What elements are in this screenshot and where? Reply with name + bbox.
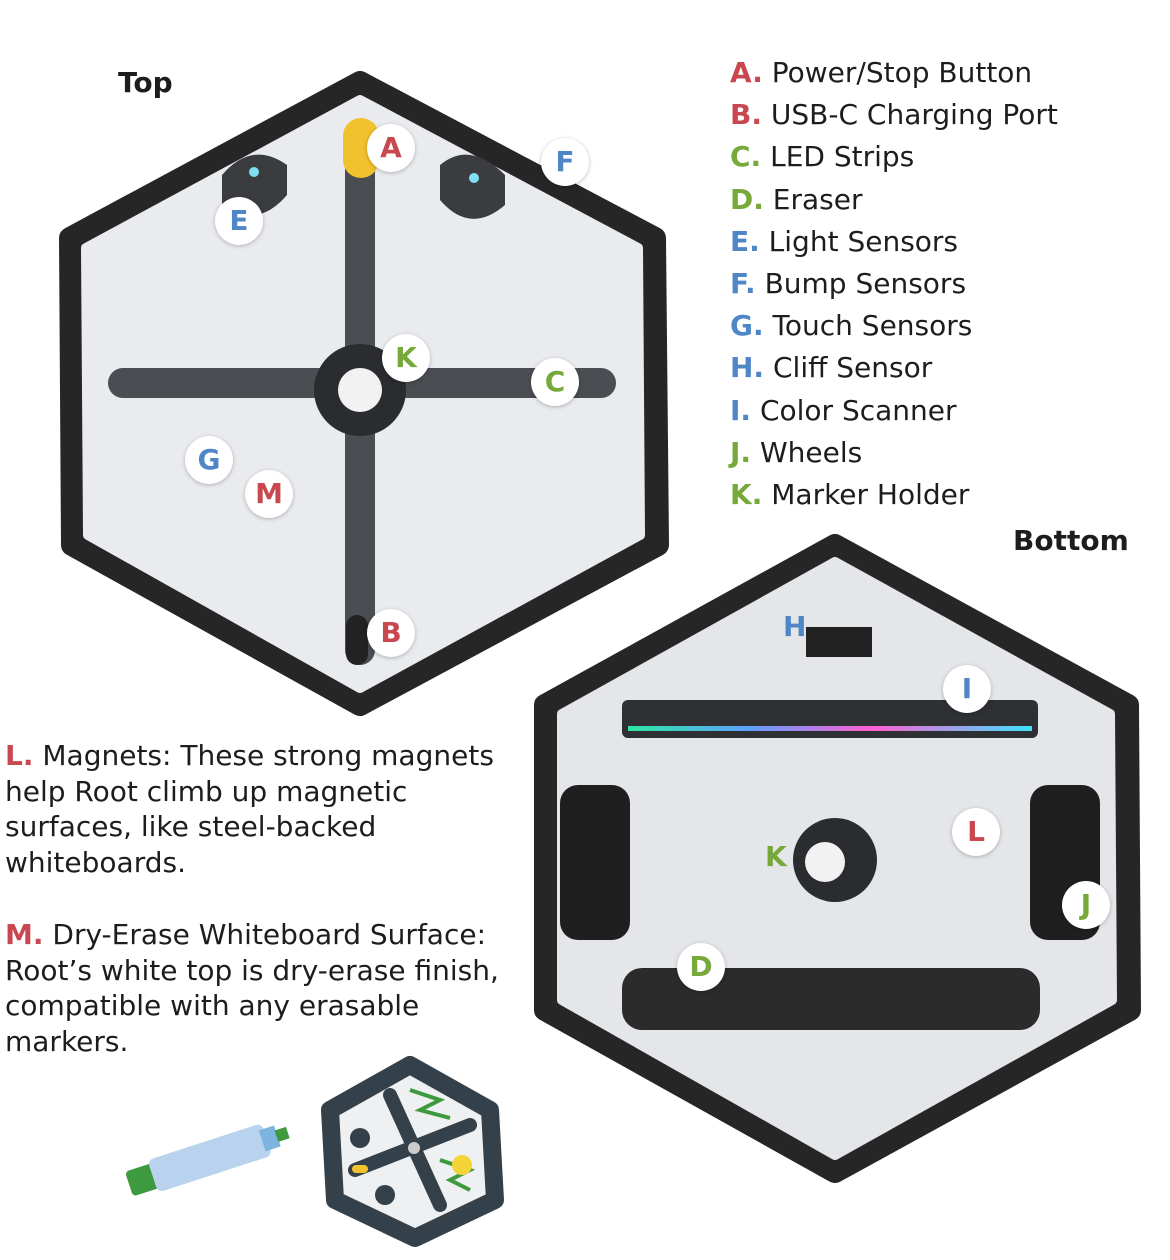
eraser-pad bbox=[622, 968, 1040, 1030]
legend-label: Wheels bbox=[759, 435, 863, 469]
legend-item: I. Color Scanner bbox=[730, 390, 1058, 432]
callout-f: F bbox=[541, 138, 589, 186]
legend-letter: C. bbox=[730, 140, 762, 174]
legend-label: Color Scanner bbox=[759, 393, 957, 427]
bottom-view-heading: Bottom bbox=[1013, 524, 1129, 557]
magnets-description: L. Magnets: These strong magnets help Ro… bbox=[5, 738, 505, 880]
legend-letter: J. bbox=[730, 435, 752, 469]
legend-item: G. Touch Sensors bbox=[730, 305, 1058, 347]
legend-label: Touch Sensors bbox=[772, 309, 973, 343]
wheel-left bbox=[560, 785, 630, 940]
top-view-robot bbox=[59, 71, 669, 716]
legend-item: E. Light Sensors bbox=[730, 221, 1058, 263]
whiteboard-description: M. Dry-Erase Whiteboard Surface: Root’s … bbox=[5, 917, 505, 1059]
legend-label: Eraser bbox=[772, 182, 863, 216]
legend-item: D. Eraser bbox=[730, 179, 1058, 221]
marker-illustration bbox=[126, 1124, 290, 1196]
root-logo bbox=[321, 1056, 504, 1247]
legend-letter: A. bbox=[730, 56, 763, 89]
callout-c: C bbox=[531, 358, 579, 406]
legend-letter: H. bbox=[730, 351, 765, 385]
legend-item: H. Cliff Sensor bbox=[730, 347, 1058, 389]
legend-letter: K. bbox=[730, 478, 763, 512]
callout-k-top: K bbox=[382, 334, 430, 382]
callout-b: B bbox=[367, 609, 415, 657]
callout-h: H bbox=[783, 610, 807, 643]
legend-letter: G. bbox=[730, 309, 764, 343]
legend-letter: B. bbox=[730, 98, 762, 132]
bottom-view-robot bbox=[534, 534, 1141, 1183]
callout-k-bottom: K bbox=[765, 840, 787, 873]
legend-label: Bump Sensors bbox=[764, 267, 967, 301]
legend-letter: E. bbox=[730, 224, 760, 258]
legend-label: LED Strips bbox=[770, 140, 915, 174]
legend-letter: F. bbox=[730, 267, 756, 301]
whiteboard-letter: M. bbox=[5, 918, 44, 951]
magnets-letter: L. bbox=[5, 739, 34, 772]
legend-item: K. Marker Holder bbox=[730, 474, 1058, 516]
legend-item: C. LED Strips bbox=[730, 136, 1058, 178]
callout-a: A bbox=[367, 124, 415, 172]
top-view-heading: Top bbox=[118, 66, 173, 99]
callout-j: J bbox=[1062, 881, 1110, 929]
legend-label: Cliff Sensor bbox=[772, 351, 933, 385]
legend-item: F. Bump Sensors bbox=[730, 263, 1058, 305]
callout-i: I bbox=[943, 665, 991, 713]
legend-label: USB-C Charging Port bbox=[770, 98, 1058, 132]
legend-item: J. Wheels bbox=[730, 432, 1058, 474]
cliff-sensor bbox=[806, 627, 872, 657]
legend-label: Power/Stop Button bbox=[771, 56, 1033, 89]
whiteboard-text: Dry-Erase Whiteboard Surface: Root’s whi… bbox=[5, 918, 499, 1058]
legend-label: Marker Holder bbox=[771, 478, 970, 512]
light-sensor-right bbox=[440, 154, 505, 219]
callout-l: L bbox=[952, 808, 1000, 856]
callout-d: D bbox=[677, 943, 725, 991]
legend-item: B. USB-C Charging Port bbox=[730, 94, 1058, 136]
legend-letter: D. bbox=[730, 182, 764, 216]
callout-e: E bbox=[215, 197, 263, 245]
magnets-text: Magnets: These strong magnets help Root … bbox=[5, 739, 494, 879]
callout-m: M bbox=[245, 470, 293, 518]
legend-letter: I. bbox=[730, 393, 752, 427]
usb-c-port bbox=[346, 615, 368, 665]
callout-g: G bbox=[185, 436, 233, 484]
power-button[interactable] bbox=[343, 118, 379, 178]
legend-item: A. Power/Stop Button bbox=[730, 52, 1058, 94]
legend-label: Light Sensors bbox=[768, 224, 959, 258]
